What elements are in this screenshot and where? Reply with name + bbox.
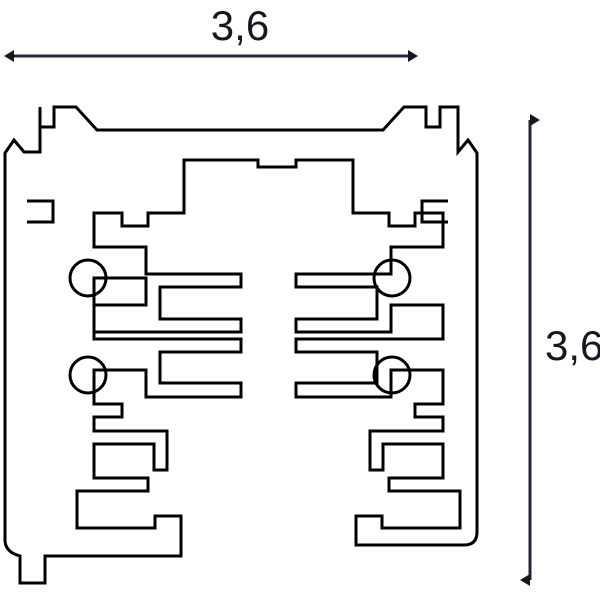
conductor-bore-left-upper: [68, 258, 108, 298]
conductor-bore-right-upper: [372, 258, 412, 298]
right-upper-inner-slot: [420, 199, 448, 224]
conductor-bore-right-lower: [372, 355, 412, 395]
rail-profile-outline: [3, 105, 479, 585]
vertical-dimension: 3,6: [520, 114, 600, 586]
profile-main-contour: [3, 105, 479, 585]
left-upper-inner-slot: [27, 199, 55, 224]
vertical-dimension-label: 3,6: [545, 322, 600, 369]
conductor-bore-left-lower: [68, 355, 108, 395]
horizontal-dimension-label: 3,6: [211, 2, 269, 49]
horizontal-dimension: 3,6: [4, 2, 418, 62]
